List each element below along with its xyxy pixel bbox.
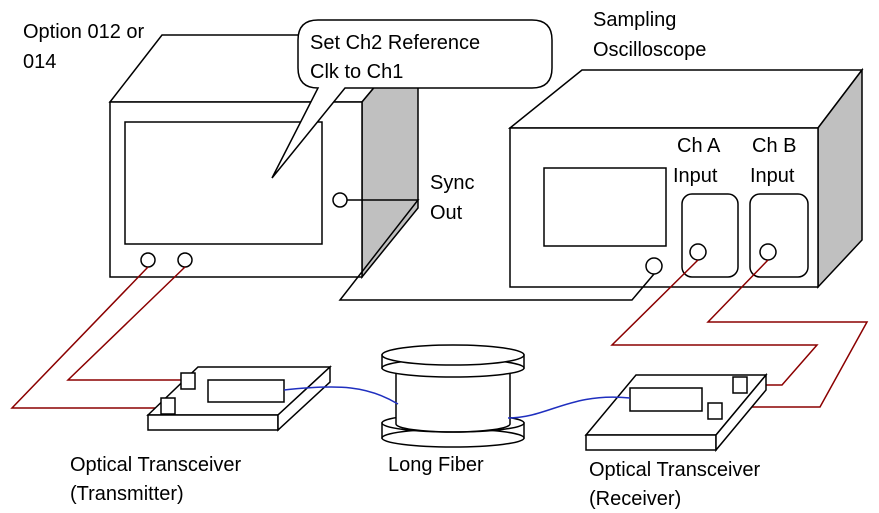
tx-board-side — [277, 365, 331, 432]
rx-board-side — [715, 372, 767, 453]
instrument-label-line2: 014 — [23, 51, 56, 73]
long-fiber-spool — [381, 344, 525, 448]
instrument-option-012 — [108, 32, 420, 280]
ch-b-label-line2: Input — [750, 165, 795, 187]
rx-label-line1: Optical Transceiver — [589, 459, 761, 481]
ch-b-input-panel — [749, 193, 809, 278]
rx-board-front — [585, 434, 717, 451]
rx-label-line2: (Receiver) — [589, 488, 681, 510]
rx-module — [629, 387, 703, 412]
ch-a-input-panel — [681, 193, 739, 278]
instrument-connector-right — [177, 252, 193, 268]
callout-bubble: Set Ch2 Reference Clk to Ch1 — [271, 19, 553, 179]
callout-shape — [271, 19, 553, 179]
sync-out-label-line2: Out — [430, 202, 463, 224]
fiber-label: Long Fiber — [388, 454, 484, 476]
tx-cable-inner — [66, 266, 186, 381]
optical-transceiver-transmitter — [146, 365, 332, 432]
sync-out-label-line1: Sync — [430, 172, 474, 194]
fiber-tx-to-spool — [283, 386, 399, 405]
instrument-connector-left — [140, 252, 156, 268]
sync-out-connector — [332, 192, 348, 208]
spool-top-flange-top — [381, 344, 525, 366]
tx-connector-top — [180, 372, 196, 390]
rx-connector-bottom — [707, 402, 723, 420]
rx-cable-ch-b — [706, 259, 869, 408]
instrument-label-line1: Option 012 or — [23, 21, 145, 43]
callout-text-line1: Set Ch2 Reference — [310, 32, 480, 54]
ch-a-label-line1: Ch A — [677, 135, 721, 157]
ch-b-label-line1: Ch B — [752, 135, 796, 157]
sampling-oscilloscope — [507, 67, 864, 289]
tx-cable-outer — [10, 266, 165, 409]
scope-trigger-connector — [645, 257, 663, 275]
tx-module — [207, 379, 285, 403]
scope-screen — [543, 167, 667, 247]
rx-cable-ch-a — [610, 259, 819, 386]
callout-text-line2: Clk to Ch1 — [310, 61, 403, 83]
spool-body-bottom-edge — [395, 423, 511, 433]
scope-label-line1: Sampling — [593, 9, 676, 31]
ch-a-label-line2: Input — [673, 165, 718, 187]
scope-label-line2: Oscilloscope — [593, 39, 706, 61]
ch-a-input-connector — [689, 243, 707, 261]
sync-out-cable — [338, 199, 655, 301]
ch-b-input-connector — [759, 243, 777, 261]
optical-transceiver-receiver — [584, 372, 768, 453]
tx-connector-bottom — [160, 397, 176, 415]
tx-label-line1: Optical Transceiver — [70, 454, 242, 476]
fiber-spool-to-rx — [507, 396, 631, 419]
scope-top-face — [507, 69, 864, 129]
rx-connector-top — [732, 376, 748, 394]
tx-label-line2: (Transmitter) — [70, 483, 184, 505]
instrument-screen — [124, 121, 323, 245]
tx-board-front — [147, 414, 279, 431]
